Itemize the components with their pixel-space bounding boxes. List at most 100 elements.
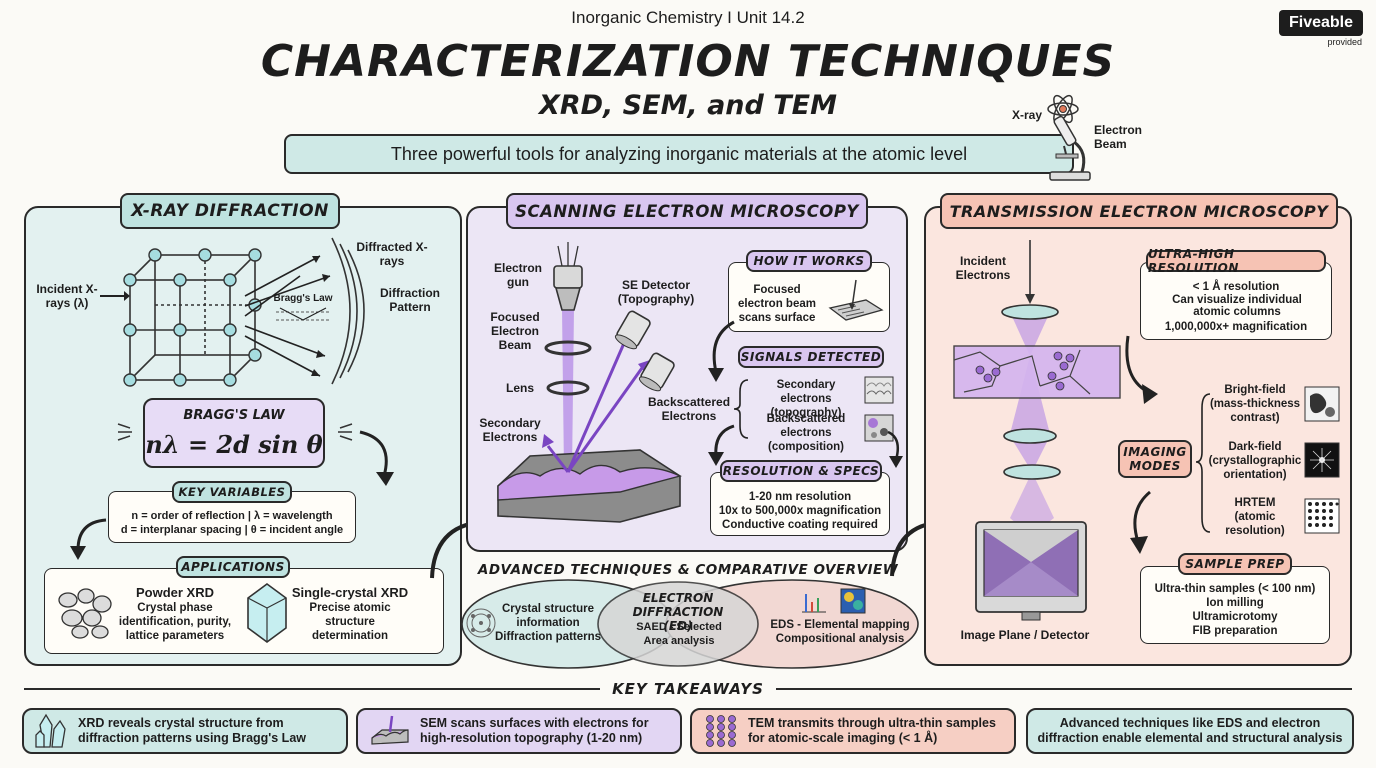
tagline-banner: Three powerful tools for analyzing inorg… <box>284 134 1074 174</box>
course-label: Inorganic Chemistry I Unit 14.2 <box>571 8 805 27</box>
atom-icon <box>1047 94 1079 124</box>
signal-backscattered: Backscattered electrons (composition) <box>766 413 846 453</box>
sample-prep-title: SAMPLE PREP <box>1185 557 1285 571</box>
atomic-columns-icon <box>706 715 736 747</box>
uhr-line-1: < 1 Å resolution <box>1192 281 1280 293</box>
key-variables-title: KEY VARIABLES <box>178 485 286 499</box>
modes-brace <box>1195 393 1211 533</box>
venn-left-text: Crystal structure information Diffractio… <box>494 603 602 643</box>
imaging-modes-tag: IMAGING MODES <box>1118 440 1192 478</box>
tem-title: TRANSMISSION ELECTRON MICROSCOPY <box>949 201 1329 221</box>
tem-title-tag: TRANSMISSION ELECTRON MICROSCOPY <box>940 193 1338 229</box>
electron-gun-label: Electron gun <box>493 261 542 289</box>
eds-spectrum-icon <box>802 594 826 613</box>
prep-line-4: FIB preparation <box>1192 625 1278 637</box>
scanning-surface-icon <box>828 279 884 321</box>
xrd-title: X-RAY DIFFRACTION <box>131 201 329 221</box>
signals-detected-title: SIGNALS DETECTED <box>740 350 882 364</box>
tem-column-diagram <box>953 240 1121 621</box>
backscattered-label: Backscattered Electrons <box>647 395 731 423</box>
key-variables-tag: KEY VARIABLES <box>172 481 292 503</box>
powder-xrd-title: Powder XRD <box>135 585 214 600</box>
uhr-line-3: 1,000,000x+ magnification <box>1164 321 1308 333</box>
resolution-title: RESOLUTION & SPECS <box>722 464 880 478</box>
how-it-works-title: HOW IT WORKS <box>753 254 865 268</box>
page-subtitle: XRD, SEM, and TEM <box>539 90 837 121</box>
resolution-tag: RESOLUTION & SPECS <box>720 460 882 482</box>
signal-secondary: Secondary electrons (topography) <box>770 379 842 419</box>
signals-brace <box>733 379 749 439</box>
uhr-arrow <box>1125 335 1158 404</box>
bragg-law-box: BRAGG'S LAW nλ = 2d sin θ <box>143 398 325 468</box>
logo-subtext: provided <box>1327 37 1362 47</box>
logo-name: Fiveable <box>1288 14 1354 31</box>
hrtem-thumb <box>1304 498 1340 534</box>
uhr-title: ULTRA-HIGH RESOLUTION <box>1148 247 1239 275</box>
xray-icon-label: X-ray <box>1012 108 1043 122</box>
venn-center-desc: SAED - Selected Area analysis <box>636 621 722 647</box>
tem-incident-label: Incident Electrons <box>955 254 1011 282</box>
diffracted-rays <box>244 237 365 385</box>
focused-beam-label: Focused Electron Beam <box>490 310 540 352</box>
se-detector-label: SE Detector (Topography) <box>617 278 695 306</box>
venn-right-text: EDS - Elemental mapping Compositional an… <box>770 619 910 645</box>
bragg-curved-arrow <box>359 430 394 486</box>
bragg-equation: nλ = 2d sin θ <box>145 430 323 459</box>
how-arrow <box>708 320 735 382</box>
pattern-label: Diffraction Pattern <box>380 286 440 314</box>
single-crystal-icon <box>247 583 287 643</box>
powder-xrd-desc: Crystal phase identification, purity, la… <box>118 602 232 642</box>
takeaway-advanced: Advanced techniques like EDS and electro… <box>1026 708 1354 754</box>
prep-line-3: Ultramicrotomy <box>1192 611 1278 623</box>
how-it-works-desc: Focused electron beam scans surface <box>738 284 816 324</box>
bragg-planes-icon <box>276 307 330 321</box>
topography-thumb <box>864 376 894 404</box>
bragg-sparkle-left <box>117 423 132 441</box>
sem-column-diagram <box>497 242 683 523</box>
res-line-2: 10x to 500,000x magnification <box>718 505 882 517</box>
venn-center-title: ELECTRON DIFFRACTION (ED) <box>632 591 724 633</box>
composition-thumb <box>864 414 894 442</box>
modes-arrow <box>1130 490 1151 554</box>
sample-prep-box: Ultra-thin samples (< 100 nm) Ion millin… <box>1140 566 1330 644</box>
applications-tag: APPLICATIONS <box>176 556 290 578</box>
page-title: CHARACTERIZATION TECHNIQUES <box>260 36 1116 87</box>
sample-prep-tag: SAMPLE PREP <box>1178 553 1292 575</box>
bright-field-label: Bright-field (mass-thickness contrast) <box>1209 384 1301 424</box>
dark-field-label: Dark-field (crystallographic orientation… <box>1208 441 1302 481</box>
crystal-cluster-icon <box>35 713 66 748</box>
takeaway-xrd-text: XRD reveals crystal structure from diffr… <box>78 716 306 745</box>
tagline-text: Three powerful tools for analyzing inorg… <box>390 144 968 164</box>
signals-arrow <box>708 424 735 466</box>
takeaway-xrd: XRD reveals crystal structure from diffr… <box>22 708 348 754</box>
crystal-lattice-diagram <box>123 248 262 387</box>
lens-label: Lens <box>505 381 534 395</box>
takeaways-divider-right <box>776 688 1352 690</box>
advanced-title: ADVANCED TECHNIQUES & COMPARATIVE OVERVI… <box>477 562 899 578</box>
dark-field-thumb <box>1304 442 1340 478</box>
bragg-small-label: Bragg's Law <box>273 293 333 304</box>
takeaway-sem: SEM scans surfaces with electrons for hi… <box>356 708 682 754</box>
eds-map-icon <box>840 588 866 614</box>
takeaways-title: KEY TAKEAWAYS <box>612 680 764 698</box>
fiveable-logo: Fiveable <box>1279 10 1363 36</box>
hrtem-label: HRTEM (atomic resolution) <box>1225 497 1285 537</box>
signals-detected-tag: SIGNALS DETECTED <box>738 346 884 368</box>
sem-title: SCANNING ELECTRON MICROSCOPY <box>515 201 859 221</box>
uhr-box: < 1 Å resolution Can visualize individua… <box>1140 262 1332 340</box>
res-line-1: 1-20 nm resolution <box>748 491 852 503</box>
single-xrd-title: Single-crystal XRD <box>291 585 409 600</box>
how-it-works-box: Focused electron beam scans surface <box>728 262 890 332</box>
vars-curved-arrow <box>70 518 107 560</box>
prep-line-1: Ultra-thin samples (< 100 nm) <box>1154 583 1316 595</box>
signals-arrow-right <box>887 430 903 468</box>
uhr-tag: ULTRA-HIGH RESOLUTION <box>1146 247 1326 275</box>
how-it-works-tag: HOW IT WORKS <box>746 250 872 272</box>
uhr-line-2: Can visualize individual atomic columns <box>1172 294 1302 318</box>
surface-scan-icon <box>371 715 409 745</box>
single-xrd-desc: Precise atomic structure determination <box>309 602 391 642</box>
secondary-electrons-label: Secondary Electrons <box>479 416 541 444</box>
vars-line-2: d = interplanar spacing | θ = incident a… <box>120 524 344 536</box>
takeaway-sem-text: SEM scans surfaces with electrons for hi… <box>420 716 649 745</box>
beam-icon-label: Electron Beam <box>1094 123 1143 151</box>
